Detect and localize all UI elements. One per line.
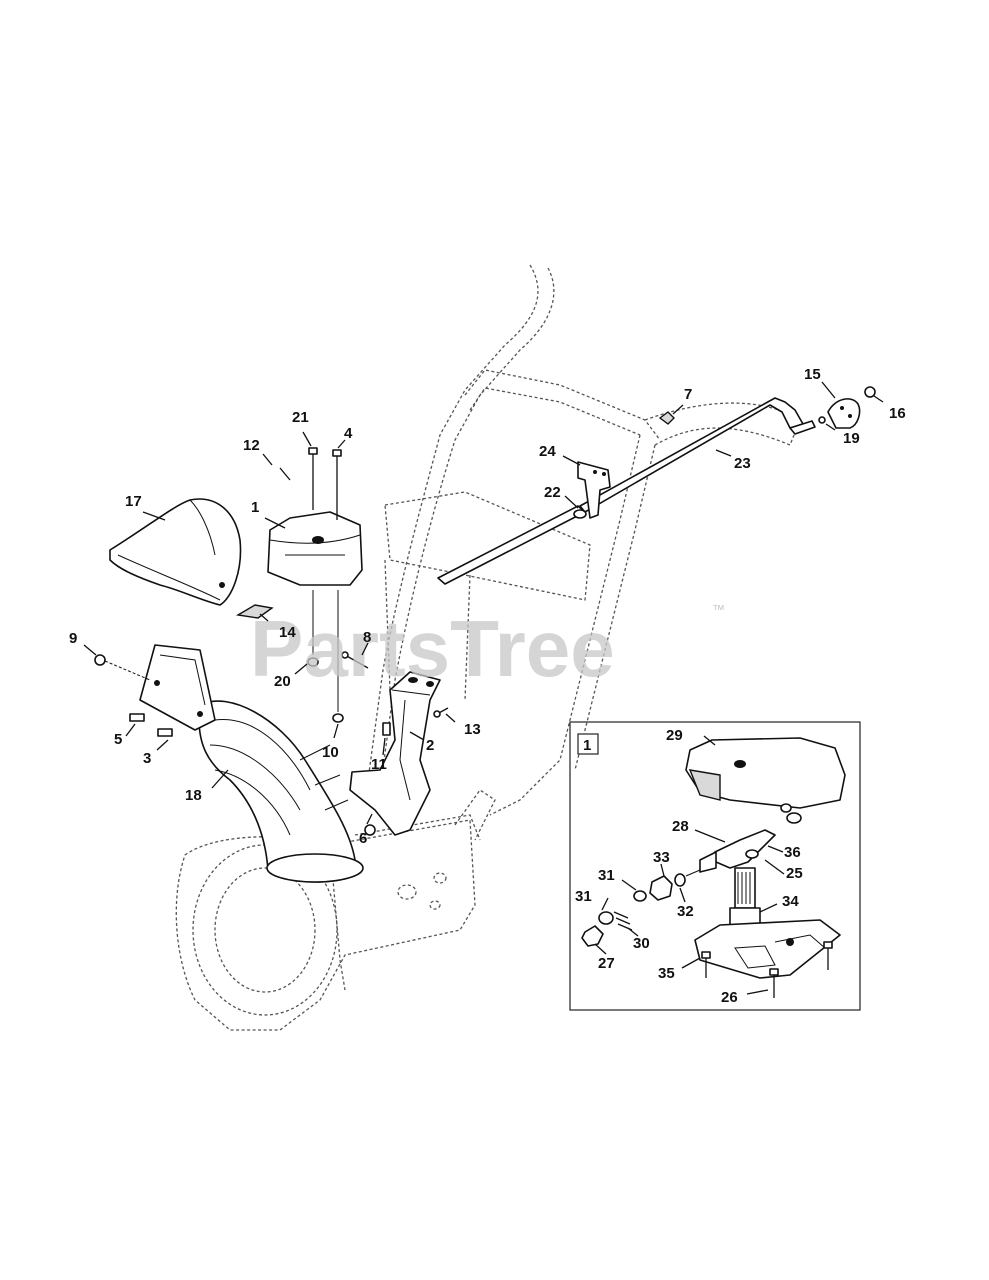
inset-tag-label: 1 [583,737,591,754]
chute-part-18[interactable] [139,644,364,883]
callout-28[interactable]: 28 [672,818,689,835]
callout-7[interactable]: 7 [684,386,692,403]
callout-15[interactable]: 15 [804,366,821,383]
callout-25[interactable]: 25 [786,865,803,882]
callout-35[interactable]: 35 [658,965,675,982]
callout-14[interactable]: 14 [279,624,296,641]
callout-24[interactable]: 24 [539,443,556,460]
callout-2[interactable]: 2 [426,737,434,754]
bracket-part-2[interactable] [349,671,441,836]
callout-32[interactable]: 32 [677,903,694,920]
hardware-parts [94,654,449,836]
callout-12[interactable]: 12 [243,437,260,454]
callout-9[interactable]: 9 [69,630,77,647]
callout-19[interactable]: 19 [843,430,860,447]
callout-10[interactable]: 10 [322,744,339,761]
callout-31-lower[interactable]: 31 [575,888,592,905]
callout-1[interactable]: 1 [251,499,259,516]
callout-34[interactable]: 34 [782,893,799,910]
callout-23[interactable]: 23 [734,455,751,472]
latch-part-14[interactable] [235,604,274,619]
callout-8[interactable]: 8 [363,629,371,646]
callout-18[interactable]: 18 [185,787,202,804]
callout-27[interactable]: 27 [598,955,615,972]
callout-21[interactable]: 21 [292,409,309,426]
callout-6[interactable]: 6 [359,830,367,847]
callout-3[interactable]: 3 [143,750,151,767]
callout-29[interactable]: 29 [666,727,683,744]
callout-22[interactable]: 22 [544,484,561,501]
chute-cover-part-1[interactable] [267,447,369,723]
callout-36[interactable]: 36 [784,844,801,861]
watermark-trademark: ™ [712,602,725,617]
callout-labels: 1 2 3 4 5 6 7 8 9 10 11 12 13 14 15 16 1… [69,366,906,1006]
callout-5[interactable]: 5 [114,731,122,748]
callout-20[interactable]: 20 [274,673,291,690]
callout-26[interactable]: 26 [721,989,738,1006]
inset-plate-part-35[interactable] [694,919,841,979]
watermark-text: PartsTree [250,604,615,693]
callout-31-upper[interactable]: 31 [598,867,615,884]
leader-lines [83,381,884,995]
callout-11[interactable]: 11 [371,756,387,773]
chute-crank-assembly[interactable] [437,386,876,585]
callout-4[interactable]: 4 [344,425,353,442]
callout-13[interactable]: 13 [464,721,481,738]
inset-detail-1: 1 [569,721,861,1011]
callout-17[interactable]: 17 [125,493,142,510]
deflector-part-17[interactable] [109,498,242,606]
callout-16[interactable]: 16 [889,405,906,422]
callout-33[interactable]: 33 [653,849,670,866]
callout-30[interactable]: 30 [633,935,650,952]
